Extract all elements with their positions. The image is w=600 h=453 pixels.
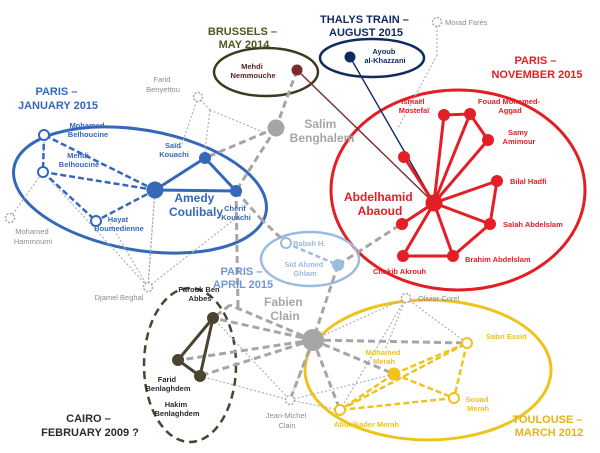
group-ellipse-thalys (318, 37, 426, 79)
label-beghal: Djamel Beghal (95, 293, 144, 302)
group-title-paris-apr: PARIS – APRIL 2015 (213, 266, 273, 291)
node-hadfi (491, 175, 503, 187)
label-benghalem: Salim Benghalem (290, 117, 355, 145)
link-nemmouche-abaoud (296, 69, 435, 204)
yellow-links (339, 341, 469, 412)
node-hammoumi (4, 212, 16, 224)
red-nodes (396, 108, 503, 262)
node-mohamed-m (387, 367, 401, 381)
label-cherif: Chérif Kouachi (221, 204, 251, 222)
label-sid-ahmed: Sid Ahmed Ghlam (285, 260, 326, 278)
node-rabah (280, 237, 292, 249)
label-akrouh: Chakib Akrouh (373, 267, 426, 276)
label-souad: Souad Merah (465, 395, 490, 413)
node-beghal (142, 281, 154, 293)
node-aggad (464, 108, 476, 120)
label-fabien: Fabien Clain (264, 295, 306, 323)
node-khazzani (344, 51, 356, 63)
label-mostefai: Ismaël Mostefaï (399, 97, 430, 115)
label-salah: Salah Abdelslam (503, 220, 563, 229)
node-souad (448, 392, 460, 404)
node-jean-michel (284, 394, 296, 406)
label-khazzani: Ayoub al-Khazzani (364, 47, 405, 65)
node-fabien (302, 329, 324, 351)
label-abdelkader: Abdelkader Merah (334, 420, 399, 429)
label-hadfi: Bilal Hadfi (510, 177, 547, 186)
group-title-cairo: CAIRO – FEBRUARY 2009 ? (41, 413, 139, 439)
label-mohamed-b: Mohamed Belhoucine (68, 121, 108, 139)
node-brahim (447, 250, 459, 262)
node-hakim (194, 370, 206, 382)
label-nemmouche: Mehdi Nemmouche (230, 62, 275, 80)
node-mostefai (438, 109, 450, 121)
node-benghalem (267, 119, 285, 137)
label-aggad: Fouad Mohamed- Aggad (478, 97, 542, 115)
yellow-nodes (334, 337, 473, 416)
node-said (199, 152, 211, 164)
group-ellipse-cairo (142, 286, 238, 444)
group-ellipse-toulouse (303, 298, 553, 442)
red-links (401, 112, 499, 258)
node-coulibaly (146, 181, 164, 199)
node-sid-ahmed (332, 259, 344, 271)
node-corel (400, 292, 412, 304)
label-benyettou: Farid Benyettou (146, 75, 180, 94)
label-amimour: Samy Amimour (503, 128, 536, 146)
group-title-toulouse: TOULOUSE – MARCH 2012 (512, 414, 585, 439)
link-rabah-sid (285, 241, 339, 267)
link-khazzani-abaoud (349, 56, 435, 204)
label-hayat: Hayat Boumedienne (94, 215, 144, 233)
label-rabah: Rabah H. (293, 239, 326, 248)
label-fares: Morad Farès (445, 18, 488, 27)
node-salah (484, 218, 496, 230)
label-farouk: Farouk Ben Abbes (178, 285, 221, 303)
node-nemmouche (291, 64, 303, 76)
grey-outline-nodes (4, 16, 443, 406)
cairo-links (176, 317, 215, 378)
label-mohamed-m: Mohamed Merah (365, 348, 402, 366)
node-red-b (398, 151, 410, 163)
group-title-paris-nov: PARIS – NOVEMBER 2015 (491, 55, 582, 81)
group-ellipse-brussels (212, 46, 320, 98)
label-jean-michel: Jean-Michel Clain (266, 411, 309, 430)
group-title-paris-jan: PARIS – JANUARY 2015 (18, 86, 98, 112)
node-farid-bl (172, 354, 184, 366)
label-abaoud: Abdelhamid Abaoud (344, 190, 416, 218)
node-benyettou (192, 91, 204, 103)
node-cherif (230, 185, 242, 197)
node-red-a (396, 218, 408, 230)
node-abdelkader (334, 404, 346, 416)
node-farouk (207, 312, 219, 324)
node-mehdi-b (37, 166, 49, 178)
label-sabri: Sabri Essid (486, 332, 527, 341)
group-title-brussels: BRUSSELS – MAY 2014 (208, 26, 280, 51)
label-said: Saïd Kouachi (159, 141, 189, 159)
blue-nodes (37, 129, 242, 227)
group-ellipse-paris-jan (12, 125, 268, 255)
node-akrouh (397, 250, 409, 262)
blue-links (154, 156, 238, 193)
label-hakim: Hakim Benlaghdem (154, 400, 199, 418)
cairo-nodes (172, 312, 219, 382)
label-hammoumi: Mohamed Hammoumi (14, 227, 53, 246)
node-mohamed-b (38, 129, 50, 141)
node-abaoud (425, 194, 443, 212)
node-fares (431, 16, 443, 28)
group-ellipse-paris-nov (329, 88, 587, 292)
node-sabri (461, 337, 473, 349)
group-ellipse-paris-apr (259, 230, 361, 288)
node-amimour (482, 134, 494, 146)
label-coulibaly: Amedy Coulibaly (169, 191, 223, 219)
label-corel: Olivier Corel (418, 294, 460, 303)
label-brahim: Brahim Abdelslam (465, 255, 531, 264)
blue-dashed-links (41, 133, 156, 223)
group-title-thalys: THALYS TRAIN – AUGUST 2015 (320, 14, 412, 39)
label-farid-bl: Farid Benlaghdem (145, 375, 190, 393)
label-mehdi-b: Mehdi Belhoucine (59, 151, 99, 169)
dotted-links (9, 22, 468, 411)
node-hayat (90, 215, 102, 227)
